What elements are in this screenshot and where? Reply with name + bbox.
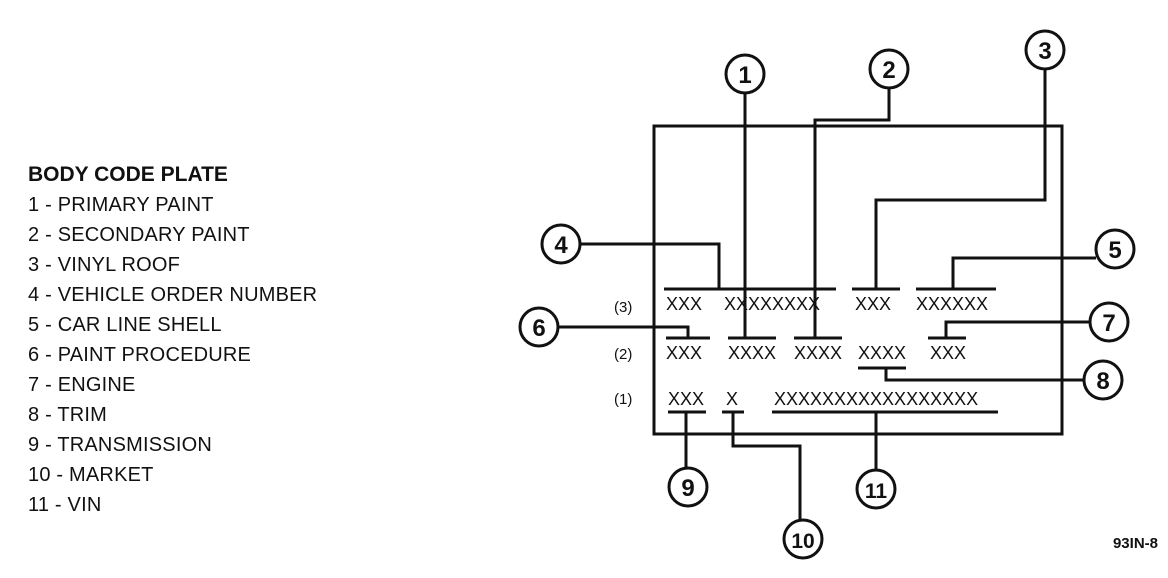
legend-title: BODY CODE PLATE (28, 163, 228, 186)
code-primary-paint: XXX (666, 294, 702, 314)
callout-number-7: 7 (1102, 310, 1115, 337)
code-car-line-shell: XXXXXX (916, 294, 988, 314)
code-primary-paint-2: XXXX (728, 343, 776, 363)
callout-circle-11 (855, 468, 897, 510)
code-engine: XXX (930, 343, 966, 363)
callout-number-3: 3 (1038, 38, 1051, 65)
legend-item-5: 5 - CAR LINE SHELL (28, 314, 222, 336)
leader-5 (951, 256, 1096, 289)
callout-number-2: 2 (882, 57, 895, 84)
code-transmission: XXX (668, 389, 704, 409)
legend-item-6: 6 - PAINT PROCEDURE (28, 344, 252, 366)
callout-circle-8 (1082, 359, 1124, 401)
code-paint-procedure: XXX (666, 343, 702, 363)
callout-circle-6 (518, 306, 560, 348)
callout-number-4: 4 (554, 232, 568, 259)
leader-8 (884, 368, 1084, 382)
callout-circle-5 (1094, 228, 1136, 270)
code-trim: XXXX (858, 343, 906, 363)
callout-number-10: 10 (791, 530, 814, 553)
callout-number-8: 8 (1096, 368, 1109, 395)
callout-number-1: 1 (738, 62, 751, 89)
leader-7 (944, 320, 1090, 338)
callout-circle-1 (724, 53, 766, 95)
legend-item-3: 3 - VINYL ROOF (28, 254, 181, 276)
code-secondary-paint: XXXX (794, 343, 842, 363)
callout-number-9: 9 (681, 475, 694, 502)
callout-circle-9 (667, 466, 709, 508)
callout-circle-4 (540, 223, 582, 265)
legend-item-1: 1 - PRIMARY PAINT (28, 194, 214, 216)
callout-circle-10 (782, 518, 824, 560)
leader-6 (558, 325, 690, 338)
legend-item-8: 8 - TRIM (28, 404, 108, 426)
row-label-3: (3) (614, 299, 632, 316)
leader-4 (580, 242, 721, 289)
legend-item-7: 7 - ENGINE (28, 374, 136, 396)
leader-3 (874, 69, 1047, 289)
legend-item-11: 11 - VIN (28, 494, 102, 516)
leader-2 (813, 88, 891, 338)
legend: BODY CODE PLATE 1 - PRIMARY PAINT 2 - SE… (28, 160, 317, 520)
callout-circle-3 (1024, 29, 1066, 71)
figure-id: 93IN-8 (1113, 535, 1158, 552)
callout-number-11: 11 (865, 480, 888, 503)
code-market: X (726, 389, 738, 409)
legend-item-9: 9 - TRANSMISSION (28, 434, 212, 456)
code-vehicle-order-number: XXXXXXXX (724, 294, 820, 314)
legend-item-10: 10 - MARKET (28, 464, 154, 486)
row-label-1: (1) (614, 391, 632, 408)
callout-number-5: 5 (1108, 237, 1121, 264)
row-label-2: (2) (614, 346, 632, 363)
callout-number-6: 6 (532, 315, 545, 342)
legend-item-2: 2 - SECONDARY PAINT (28, 224, 250, 246)
code-vin: XXXXXXXXXXXXXXXXX (774, 389, 978, 409)
callout-circle-2 (868, 48, 910, 90)
plate-outline (652, 124, 1064, 436)
callout-circle-7 (1088, 301, 1130, 343)
code-vinyl-roof: XXX (855, 294, 891, 314)
legend-item-4: 4 - VEHICLE ORDER NUMBER (28, 284, 318, 306)
leader-10 (731, 412, 802, 520)
